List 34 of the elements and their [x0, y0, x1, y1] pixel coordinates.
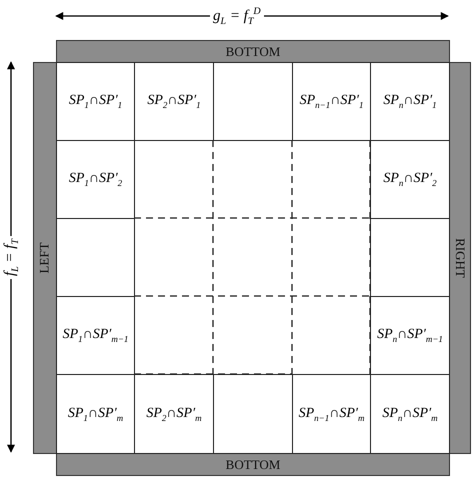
set-intersection-label: SP$_{n}$∩SP′$_{1}$	[383, 93, 437, 110]
set-intersection-label: SP$_{1}$∩SP′$_{m−1}$	[62, 327, 128, 344]
grid-cell	[134, 374, 214, 454]
set-intersection-label: SP$_{1}$∩SP′$_{m}$	[68, 406, 124, 422]
side-bar	[56, 453, 450, 476]
set-intersection-label: SP$_{n}$∩SP′$_{2}$	[383, 171, 437, 188]
set-intersection-label: SP$_{n−1}$∩SP′$_{m}$	[298, 406, 364, 422]
side-bar	[449, 62, 471, 454]
set-intersection-label: SP$_{n−1}$∩SP′$_{1}$	[300, 93, 364, 110]
grid-cell	[370, 62, 450, 141]
grid-cell	[370, 140, 450, 219]
grid-cell	[56, 140, 135, 219]
empty-grid-cell	[56, 218, 135, 297]
side-label: BOTTOM	[226, 456, 280, 472]
grid-cell	[292, 62, 371, 141]
grid-cell	[292, 374, 371, 454]
side-label: RIGHT	[452, 238, 468, 278]
grid-cell	[370, 374, 450, 454]
grid-cell	[56, 374, 135, 454]
set-intersection-label: SP$_{n}$∩SP′$_{m−1}$	[377, 327, 443, 344]
side-bar	[56, 40, 450, 63]
side-bar	[33, 62, 57, 454]
grid-cell	[56, 62, 135, 141]
side-label: LEFT	[37, 242, 53, 274]
grid-cell	[134, 62, 214, 141]
set-intersection-label: SP$_{2}$∩SP′$_{m}$	[146, 406, 202, 422]
set-intersection-label: SP$_{1}$∩SP′$_{1}$	[68, 93, 122, 110]
grid-cell	[370, 296, 450, 375]
grid-cell	[56, 296, 135, 375]
set-intersection-label: SP$_{1}$∩SP′$_{2}$	[68, 171, 122, 188]
set-intersection-label: SP$_{n}$∩SP′$_{m}$	[382, 406, 438, 422]
set-intersection-label: SP$_{2}$∩SP′$_{1}$	[147, 93, 201, 110]
side-label: BOTTOM	[226, 44, 280, 60]
empty-grid-cell	[370, 218, 450, 297]
